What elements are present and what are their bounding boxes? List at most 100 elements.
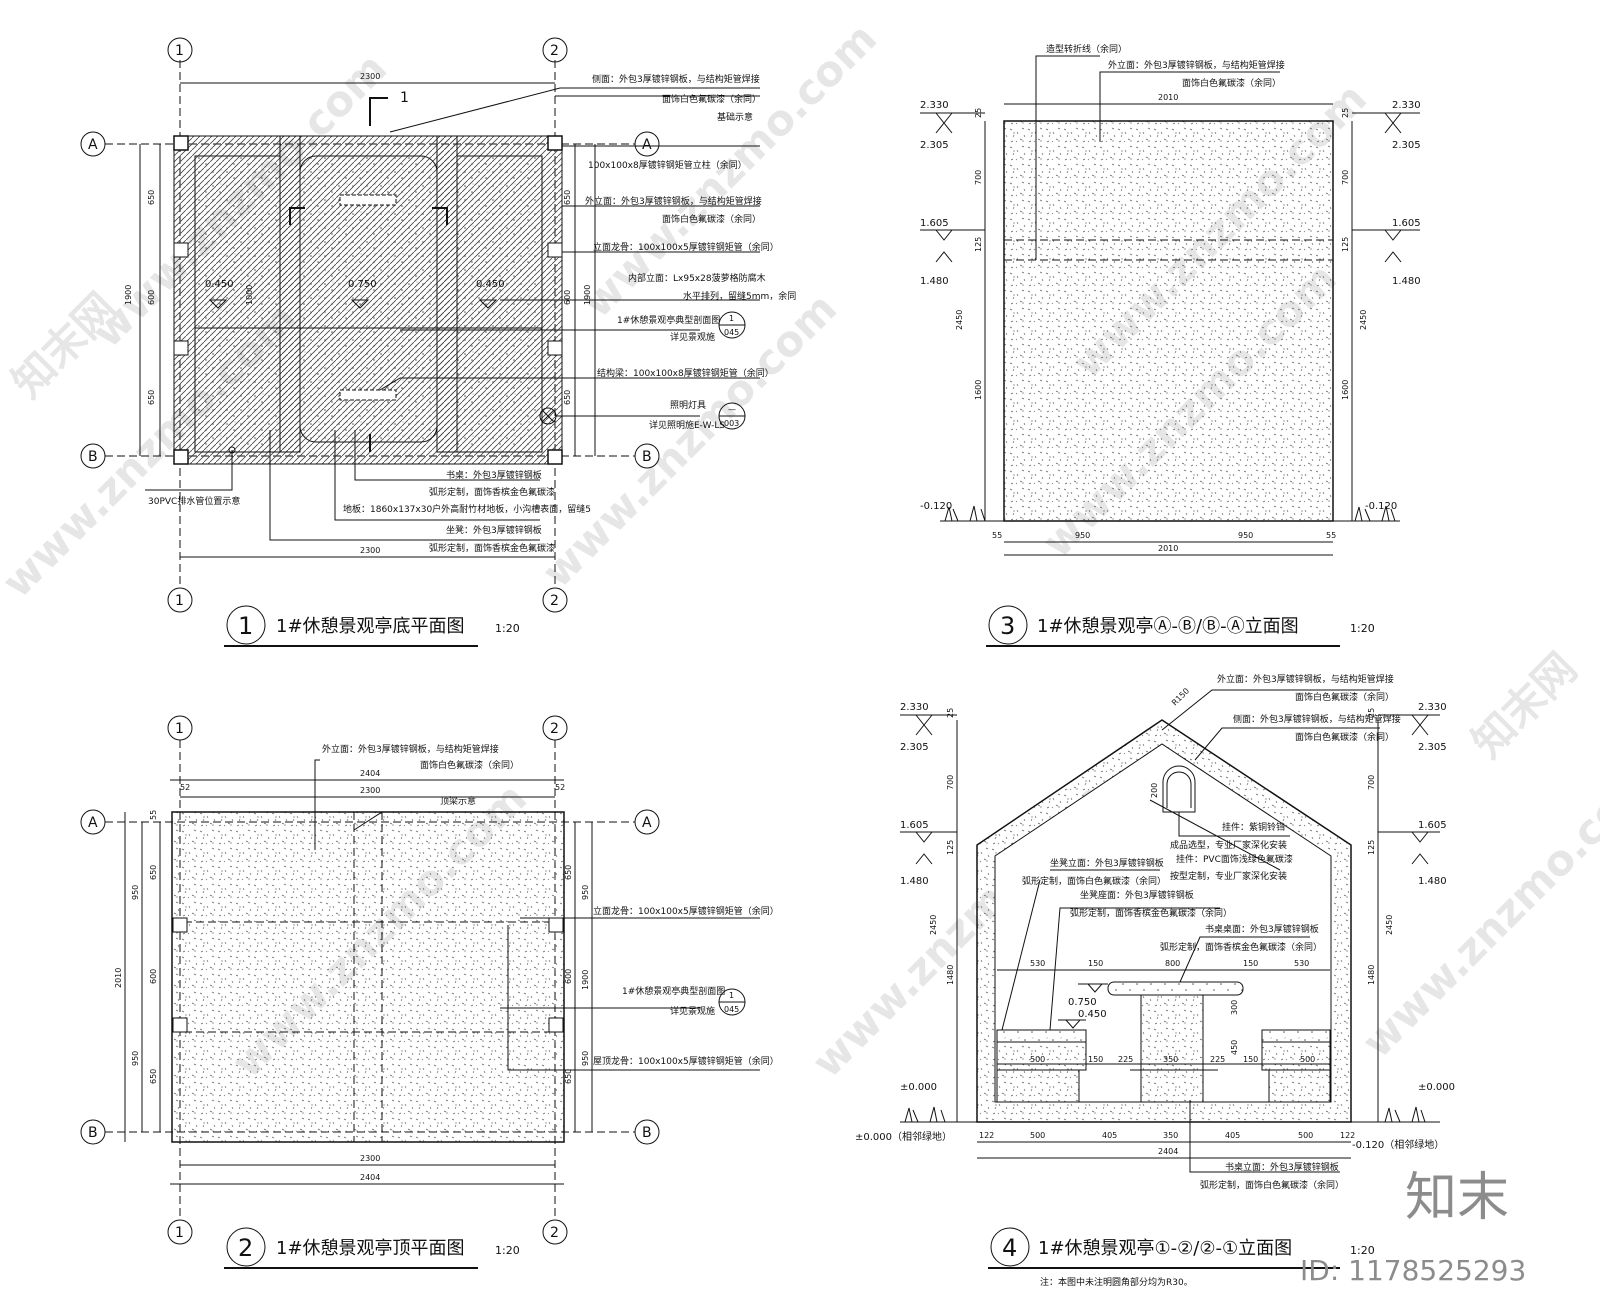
svg-text:1000: 1000 bbox=[245, 285, 254, 305]
svg-text:1#休憩景观亭Ⓐ-Ⓑ/Ⓑ-Ⓐ立面图: 1#休憩景观亭Ⓐ-Ⓑ/Ⓑ-Ⓐ立面图 bbox=[1037, 616, 1299, 637]
svg-text:照明灯具: 照明灯具 bbox=[670, 400, 706, 411]
svg-text:-0.120（相邻绿地）: -0.120（相邻绿地） bbox=[1352, 1138, 1444, 1151]
svg-text:2010: 2010 bbox=[114, 968, 123, 988]
svg-text:350: 350 bbox=[1163, 1055, 1178, 1064]
svg-text:坐凳座面：外包3厚镀锌钢板: 坐凳座面：外包3厚镀锌钢板 bbox=[1080, 889, 1194, 901]
svg-text:1#休憩景观亭顶平面图: 1#休憩景观亭顶平面图 bbox=[276, 1238, 465, 1259]
svg-text:650: 650 bbox=[147, 190, 156, 205]
svg-text:1:20: 1:20 bbox=[1350, 1244, 1375, 1257]
interior-levels: 0.750 0.450 bbox=[1058, 983, 1108, 1029]
view-1-floor-plan: 1 2 1 2 A B A B 1 bbox=[80, 37, 796, 647]
svg-text:外立面：外包3厚镀锌钢板，与结构矩管焊接: 外立面：外包3厚镀锌钢板，与结构矩管焊接 bbox=[585, 195, 762, 207]
brand-watermark: 知末 ID: 1178525293 bbox=[1300, 1168, 1526, 1287]
svg-text:650: 650 bbox=[563, 190, 572, 205]
level-marks-right: 2.330 2.305 1.605 1.480 -0.120 bbox=[1352, 100, 1421, 512]
svg-text:0.450: 0.450 bbox=[1078, 1009, 1107, 1020]
svg-text:1: 1 bbox=[238, 612, 253, 640]
axis-bubble-1-bottom: 1 bbox=[167, 1219, 193, 1245]
svg-text:950: 950 bbox=[581, 1051, 590, 1066]
svg-text:100x100x8厚镀锌钢矩管立柱（余同）: 100x100x8厚镀锌钢矩管立柱（余同） bbox=[588, 159, 747, 171]
svg-text:30PVC排水管位置示意: 30PVC排水管位置示意 bbox=[148, 495, 240, 507]
svg-text:2.305: 2.305 bbox=[1418, 742, 1447, 753]
svg-text:弧形定制，面饰白色氟碳漆（余同）: 弧形定制，面饰白色氟碳漆（余同） bbox=[1200, 1179, 1344, 1191]
svg-text:150: 150 bbox=[1243, 1055, 1258, 1064]
svg-text:书桌：外包3厚镀锌钢板: 书桌：外包3厚镀锌钢板 bbox=[446, 469, 542, 481]
svg-text:500: 500 bbox=[1030, 1055, 1045, 1064]
svg-text:1#休憩景观亭底平面图: 1#休憩景观亭底平面图 bbox=[276, 616, 465, 637]
svg-text:1900: 1900 bbox=[581, 970, 590, 990]
svg-text:2300: 2300 bbox=[360, 546, 380, 555]
svg-text:1900: 1900 bbox=[583, 285, 592, 305]
svg-text:外立面：外包3厚镀锌钢板，与结构矩管焊接: 外立面：外包3厚镀锌钢板，与结构矩管焊接 bbox=[1108, 59, 1285, 71]
svg-text:2450: 2450 bbox=[955, 310, 964, 330]
svg-text:225: 225 bbox=[1210, 1055, 1225, 1064]
svg-text:950: 950 bbox=[131, 885, 140, 900]
svg-text:R150: R150 bbox=[1170, 686, 1191, 707]
svg-text:屋顶龙骨：100x100x5厚镀锌钢矩管（余同）: 屋顶龙骨：100x100x5厚镀锌钢矩管（余同） bbox=[593, 1055, 779, 1067]
svg-text:2: 2 bbox=[550, 593, 559, 609]
svg-text:±0.000: ±0.000 bbox=[1418, 1082, 1455, 1093]
svg-text:2.305: 2.305 bbox=[900, 742, 929, 753]
svg-text:2: 2 bbox=[550, 721, 559, 737]
svg-text:405: 405 bbox=[1102, 1131, 1117, 1140]
svg-text:530: 530 bbox=[1030, 959, 1045, 968]
svg-text:-0.120: -0.120 bbox=[920, 501, 952, 512]
svg-text:1: 1 bbox=[400, 90, 409, 106]
svg-text:1: 1 bbox=[729, 991, 734, 1000]
svg-text:650: 650 bbox=[564, 1069, 573, 1084]
svg-text:600: 600 bbox=[564, 969, 573, 984]
svg-text:2.330: 2.330 bbox=[900, 702, 929, 713]
svg-text:500: 500 bbox=[1298, 1131, 1313, 1140]
svg-text:950: 950 bbox=[1075, 531, 1090, 540]
svg-text:2450: 2450 bbox=[1385, 915, 1394, 935]
svg-text:按型定制，专业厂家深化安装: 按型定制，专业厂家深化安装 bbox=[1170, 870, 1287, 882]
svg-text:650: 650 bbox=[563, 390, 572, 405]
svg-text:25: 25 bbox=[1367, 708, 1376, 718]
svg-text:045: 045 bbox=[724, 328, 739, 337]
svg-text:950: 950 bbox=[131, 1051, 140, 1066]
svg-text:顶梁示意: 顶梁示意 bbox=[440, 795, 476, 807]
svg-text:55: 55 bbox=[1326, 531, 1336, 540]
svg-text:1.605: 1.605 bbox=[900, 820, 929, 831]
svg-text:405: 405 bbox=[1225, 1131, 1240, 1140]
svg-text:200: 200 bbox=[1150, 783, 1159, 798]
svg-text:0.750: 0.750 bbox=[1068, 997, 1097, 1008]
svg-text:成品选型，专业厂家深化安装: 成品选型，专业厂家深化安装 bbox=[1170, 839, 1287, 851]
svg-text:600: 600 bbox=[563, 290, 572, 305]
svg-text:面饰白色氟碳漆（余同）: 面饰白色氟碳漆（余同） bbox=[662, 213, 761, 225]
svg-text:55: 55 bbox=[149, 810, 158, 820]
axis-bubble-1-top: 1 bbox=[167, 37, 193, 63]
svg-text:1600: 1600 bbox=[974, 380, 983, 400]
svg-text:600: 600 bbox=[147, 290, 156, 305]
svg-text:125: 125 bbox=[1341, 237, 1350, 252]
view-3-side-elevation: 2010 950 950 55 55 2010 25 700 125 2450 … bbox=[920, 43, 1421, 647]
svg-text:2: 2 bbox=[550, 1225, 559, 1241]
svg-text:详见景观施: 详见景观施 bbox=[670, 331, 715, 343]
svg-text:ID: 1178525293: ID: 1178525293 bbox=[1300, 1254, 1526, 1287]
svg-text:700: 700 bbox=[1367, 775, 1376, 790]
svg-text:A: A bbox=[642, 815, 652, 831]
svg-text:2450: 2450 bbox=[1359, 310, 1368, 330]
svg-text:弧形定制，面饰香槟金色氟碳漆: 弧形定制，面饰香槟金色氟碳漆 bbox=[429, 486, 555, 498]
svg-text:详见照明施E-W-LS: 详见照明施E-W-LS bbox=[649, 419, 725, 431]
level-marks-left: 2.330 2.305 1.605 1.480 -0.120 bbox=[920, 100, 985, 512]
svg-text:122: 122 bbox=[979, 1131, 994, 1140]
svg-text:2.305: 2.305 bbox=[1392, 140, 1421, 151]
svg-text:650: 650 bbox=[149, 1069, 158, 1084]
axis-bubble-a-left: A bbox=[80, 809, 106, 835]
svg-text:450: 450 bbox=[1230, 1040, 1239, 1055]
svg-text:950: 950 bbox=[581, 885, 590, 900]
svg-text:水平排列，留缝5mm，余同: 水平排列，留缝5mm，余同 bbox=[683, 290, 796, 302]
svg-text:A: A bbox=[88, 815, 98, 831]
svg-text:2.330: 2.330 bbox=[1418, 702, 1447, 713]
svg-text:A: A bbox=[88, 137, 98, 153]
svg-text:B: B bbox=[642, 449, 652, 465]
svg-text:弧形定制，面饰香槟金色氟碳漆（余同）: 弧形定制，面饰香槟金色氟碳漆（余同） bbox=[1070, 907, 1232, 919]
watermark-url: www.znzmo.com bbox=[1352, 753, 1600, 1067]
svg-text:侧面：外包3厚镀锌钢板，与结构矩管焊接: 侧面：外包3厚镀锌钢板，与结构矩管焊接 bbox=[1233, 713, 1401, 725]
svg-text:造型转折线（余同）: 造型转折线（余同） bbox=[1046, 43, 1127, 55]
svg-text:1: 1 bbox=[175, 721, 184, 737]
svg-text:125: 125 bbox=[1367, 840, 1376, 855]
axis-bubble-2-top: 2 bbox=[542, 37, 568, 63]
svg-text:150: 150 bbox=[1088, 1055, 1103, 1064]
